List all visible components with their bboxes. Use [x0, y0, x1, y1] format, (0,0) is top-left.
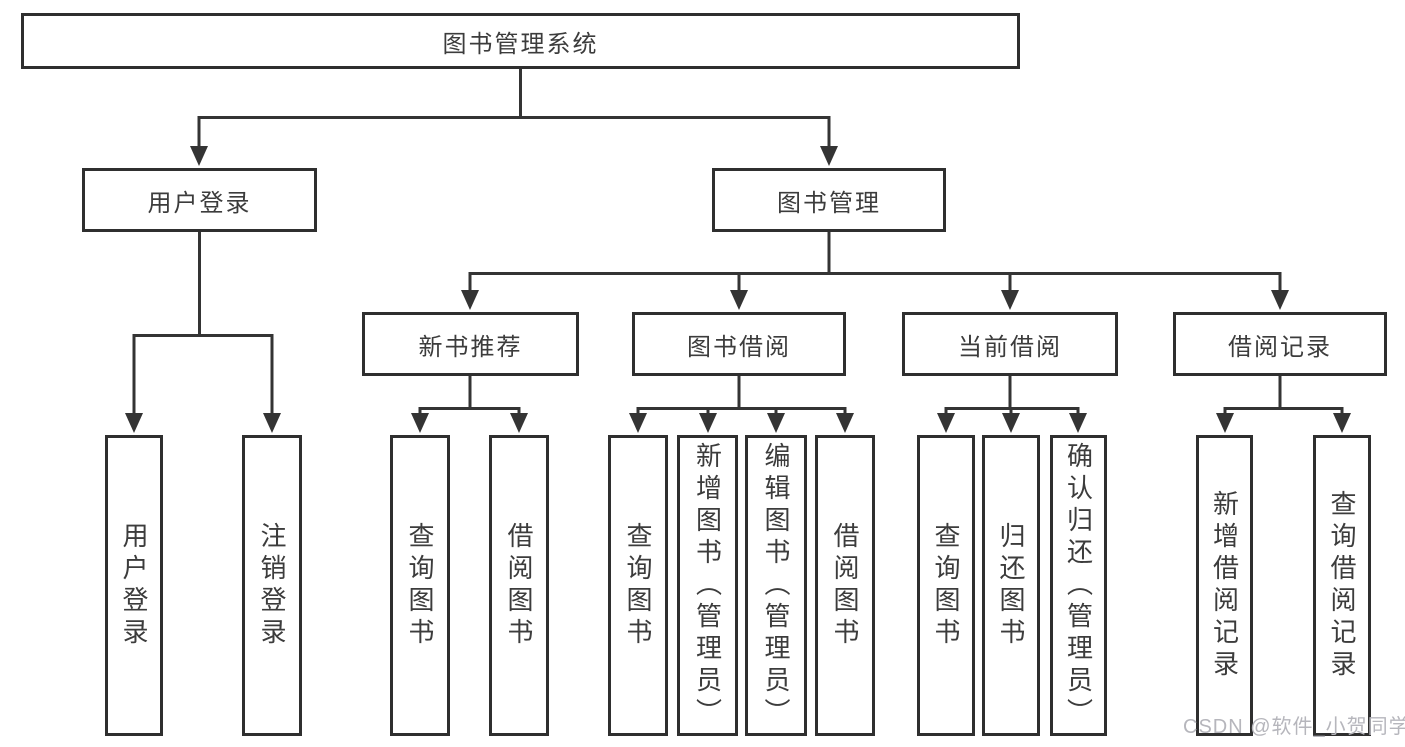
leaf-borrow-book-label: 借阅图书 [830, 521, 860, 650]
leaf-query-book-current: 查询图书 [917, 435, 975, 736]
leaf-add-book-admin-label: 新增图书（管理员） [692, 441, 723, 730]
arrow-down-icon [937, 413, 955, 433]
arrow-down-icon [836, 413, 854, 433]
arrow-down-icon [1271, 290, 1289, 310]
arrow-down-icon [699, 413, 717, 433]
leaf-query-book-current-label: 查询图书 [931, 521, 961, 650]
arrow-down-icon [461, 290, 479, 310]
node-root-label: 图书管理系统 [442, 30, 599, 58]
node-book-management-label: 图书管理 [777, 189, 881, 217]
leaf-query-book-recommend-label: 查询图书 [405, 521, 435, 650]
arrow-down-icon [767, 413, 785, 433]
leaf-logout: 注销登录 [242, 435, 302, 736]
leaf-return-book-label: 归还图书 [996, 521, 1026, 650]
arrow-down-icon [1333, 413, 1351, 433]
arrow-down-icon [1216, 413, 1234, 433]
leaf-borrow-book: 借阅图书 [815, 435, 875, 736]
arrow-down-icon [629, 413, 647, 433]
leaf-borrow-book-recommend: 借阅图书 [489, 435, 549, 736]
connector-borrow-records-branch [1223, 375, 1344, 416]
leaf-confirm-return-admin: 确认归还（管理员） [1050, 435, 1107, 736]
arrow-down-icon [125, 413, 143, 433]
leaf-query-borrow-record-label: 查询借阅记录 [1327, 489, 1357, 682]
node-user-login: 用户登录 [82, 168, 317, 232]
leaf-return-book: 归还图书 [982, 435, 1040, 736]
arrow-down-icon [1002, 413, 1020, 433]
leaf-edit-book-admin-label: 编辑图书（管理员） [761, 441, 791, 730]
node-book-borrow: 图书借阅 [632, 312, 846, 376]
leaf-edit-book-admin: 编辑图书（管理员） [745, 435, 807, 736]
leaf-user-login-label: 用户登录 [119, 521, 149, 650]
leaf-query-borrow-record: 查询借阅记录 [1313, 435, 1371, 736]
connector-user-login-branch [132, 231, 274, 416]
node-borrow-records-label: 借阅记录 [1228, 333, 1332, 361]
leaf-query-book-borrow-label: 查询图书 [623, 521, 653, 650]
node-current-borrow-label: 当前借阅 [958, 333, 1062, 361]
node-new-book-recommend-label: 新书推荐 [418, 333, 523, 361]
arrow-down-icon [820, 146, 838, 166]
connector-book-borrow-branch [636, 375, 847, 416]
connector-current-borrow-branch [944, 375, 1080, 416]
node-current-borrow: 当前借阅 [902, 312, 1118, 376]
arrow-down-icon [1001, 290, 1019, 310]
node-user-login-label: 用户登录 [147, 189, 252, 217]
arrow-down-icon [263, 413, 281, 433]
arrow-down-icon [730, 290, 748, 310]
node-new-book-recommend: 新书推荐 [362, 312, 579, 376]
leaf-add-borrow-record-label: 新增借阅记录 [1209, 489, 1240, 682]
leaf-confirm-return-admin-label: 确认归还（管理员） [1063, 441, 1094, 730]
arrowhead-icons [125, 146, 1351, 433]
arrow-down-icon [1069, 413, 1087, 433]
leaf-logout-label: 注销登录 [257, 521, 287, 650]
node-borrow-records: 借阅记录 [1173, 312, 1387, 376]
node-book-borrow-label: 图书借阅 [687, 333, 791, 361]
arrow-down-icon [411, 413, 429, 433]
arrow-down-icon [190, 146, 208, 166]
connector-root-to-level2 [197, 68, 831, 150]
leaf-query-book-recommend: 查询图书 [390, 435, 450, 736]
csdn-watermark: CSDN @软件_小贺同学 [1183, 716, 1405, 738]
leaf-add-book-admin: 新增图书（管理员） [677, 435, 738, 736]
connector-new-book-branch [418, 375, 521, 416]
leaf-borrow-book-recommend-label: 借阅图书 [504, 521, 534, 650]
connector-book-mgmt-branch [468, 231, 1282, 293]
node-root: 图书管理系统 [21, 13, 1020, 69]
leaf-query-book-borrow: 查询图书 [608, 435, 668, 736]
leaf-user-login: 用户登录 [105, 435, 163, 736]
node-book-management: 图书管理 [712, 168, 946, 232]
arrow-down-icon [510, 413, 528, 433]
leaf-add-borrow-record: 新增借阅记录 [1196, 435, 1253, 736]
